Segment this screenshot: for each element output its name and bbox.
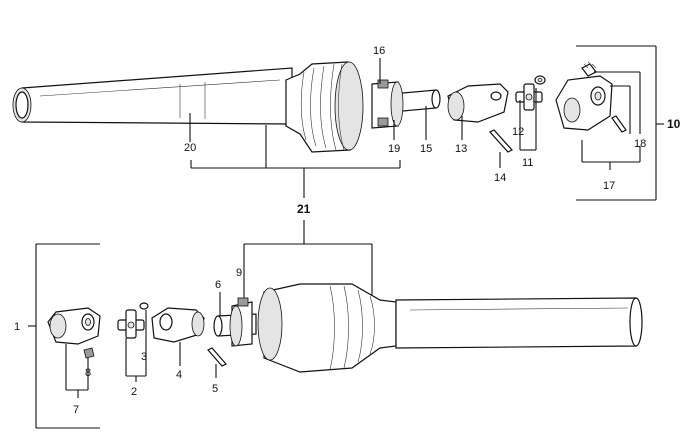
- callout-13: 13: [455, 143, 467, 155]
- outer-yoke-lower: [47, 307, 101, 345]
- bearing-ring-upper: [371, 79, 404, 129]
- washer-upper: [534, 75, 546, 85]
- callout-12: 12: [512, 126, 524, 138]
- outer-tube-lower: [395, 297, 643, 349]
- nut-lower: [83, 347, 95, 359]
- callout-19: 19: [388, 143, 400, 155]
- inner-yoke-lower: [151, 307, 205, 343]
- pin-lower: [207, 347, 227, 367]
- callout-10: 10: [667, 117, 681, 131]
- leader-lines-lower: [28, 243, 221, 429]
- lower-assembly: 9 6 1 8 7 3 2 4 5: [14, 220, 643, 429]
- callout-14: 14: [494, 172, 506, 184]
- bearing-ring-lower: [229, 297, 253, 347]
- callout-6: 6: [215, 279, 221, 291]
- callout-18: 18: [634, 138, 646, 150]
- callout-3: 3: [141, 351, 147, 363]
- callout-20: 20: [184, 142, 196, 154]
- protective-cone-lower: [257, 283, 397, 373]
- callout-15: 15: [420, 143, 432, 155]
- callout-21: 21: [297, 202, 311, 216]
- callout-17: 17: [603, 180, 615, 192]
- leader-lines-upper: [189, 45, 664, 201]
- upper-assembly: 20 16 19 15 13 14 12 11 18 17 10 21: [12, 45, 681, 216]
- outer-yoke-upper: [555, 75, 613, 131]
- callout-9: 9: [236, 267, 242, 279]
- pin-upper: [489, 129, 513, 153]
- callout-16: 16: [373, 45, 385, 57]
- inner-yoke-upper: [447, 83, 509, 123]
- callout-5: 5: [212, 383, 218, 395]
- locking-parts-upper: [581, 61, 627, 133]
- callout-4: 4: [176, 369, 182, 381]
- callout-2: 2: [131, 386, 137, 398]
- outer-tube-upper: [12, 67, 293, 125]
- cross-journal-lower: [117, 302, 149, 339]
- callout-1: 1: [14, 321, 20, 333]
- protective-cone-upper: [285, 61, 364, 153]
- callout-11: 11: [522, 157, 533, 169]
- callout-7: 7: [73, 404, 79, 416]
- callout-8: 8: [85, 367, 91, 379]
